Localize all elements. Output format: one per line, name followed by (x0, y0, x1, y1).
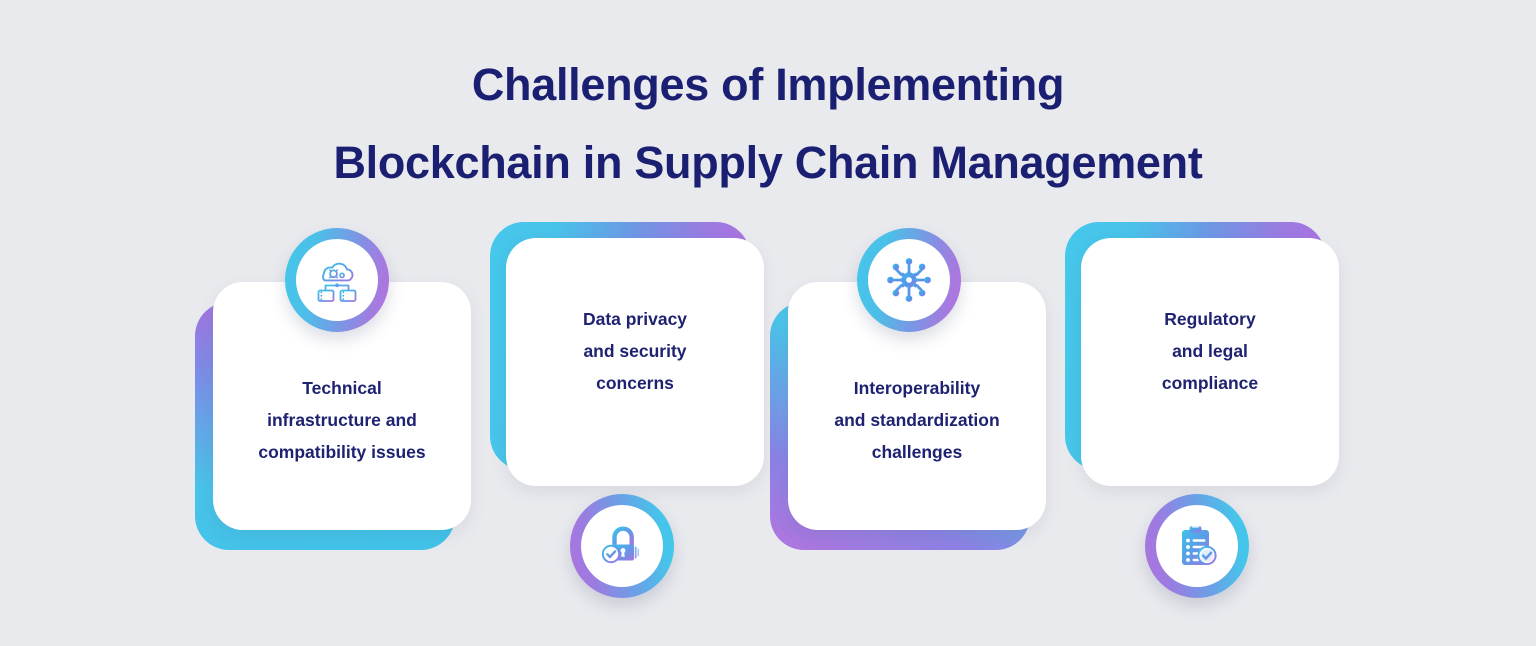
cloud-server-gear-icon-badge (285, 228, 389, 332)
page-title-line-1: Challenges of Implementing (471, 59, 1065, 110)
card-label-line-1: Technical (302, 378, 382, 398)
page-title: Challenges of Implementing Blockchain in… (0, 46, 1536, 202)
card-label-line-3: compliance (1161, 373, 1259, 393)
lock-check-icon-badge (570, 494, 674, 598)
card-body: Interoperability and standardization cha… (788, 282, 1046, 530)
cards-row: Technical infrastructure and compatibili… (0, 222, 1536, 632)
card-label-line-3: challenges (871, 442, 963, 462)
card-body: Regulatory and legal compliance (1081, 238, 1339, 486)
icon-inner-circle (581, 505, 663, 587)
card-label: Technical infrastructure and compatibili… (240, 372, 443, 468)
card-label-line-1: Regulatory (1164, 309, 1256, 329)
card-label: Regulatory and legal compliance (1144, 303, 1276, 399)
network-gear-hub-icon (887, 258, 931, 302)
lock-check-icon (601, 526, 639, 564)
card-label: Interoperability and standardization cha… (816, 372, 1017, 468)
card-label-line-2: infrastructure and (267, 410, 417, 430)
clipboard-check-icon (1182, 524, 1217, 566)
card-label-line-1: Data privacy (582, 309, 688, 329)
icon-inner-circle (868, 239, 950, 321)
card-regulatory-legal-compliance[interactable]: Regulatory and legal compliance (1053, 222, 1353, 622)
card-label-line-2: and legal (1172, 341, 1248, 361)
card-label: Data privacy and security concerns (565, 303, 705, 399)
card-interoperability-standardization[interactable]: Interoperability and standardization cha… (765, 222, 1065, 622)
icon-inner-circle (296, 239, 378, 321)
icon-inner-circle (1156, 505, 1238, 587)
card-label-line-2: and standardization (834, 410, 1000, 430)
card-body: Data privacy and security concerns (506, 238, 764, 486)
network-gear-hub-icon-badge (857, 228, 961, 332)
card-label-line-2: and security (583, 341, 687, 361)
card-label-line-3: concerns (596, 373, 674, 393)
card-technical-infrastructure[interactable]: Technical infrastructure and compatibili… (190, 222, 490, 622)
card-label-line-1: Interoperability (853, 378, 981, 398)
cloud-server-gear-icon (317, 262, 357, 302)
card-data-privacy-security[interactable]: Data privacy and security concerns (478, 222, 778, 622)
page-title-line-2: Blockchain in Supply Chain Management (333, 137, 1203, 188)
clipboard-check-icon-badge (1145, 494, 1249, 598)
card-label-line-3: compatibility issues (258, 442, 426, 462)
